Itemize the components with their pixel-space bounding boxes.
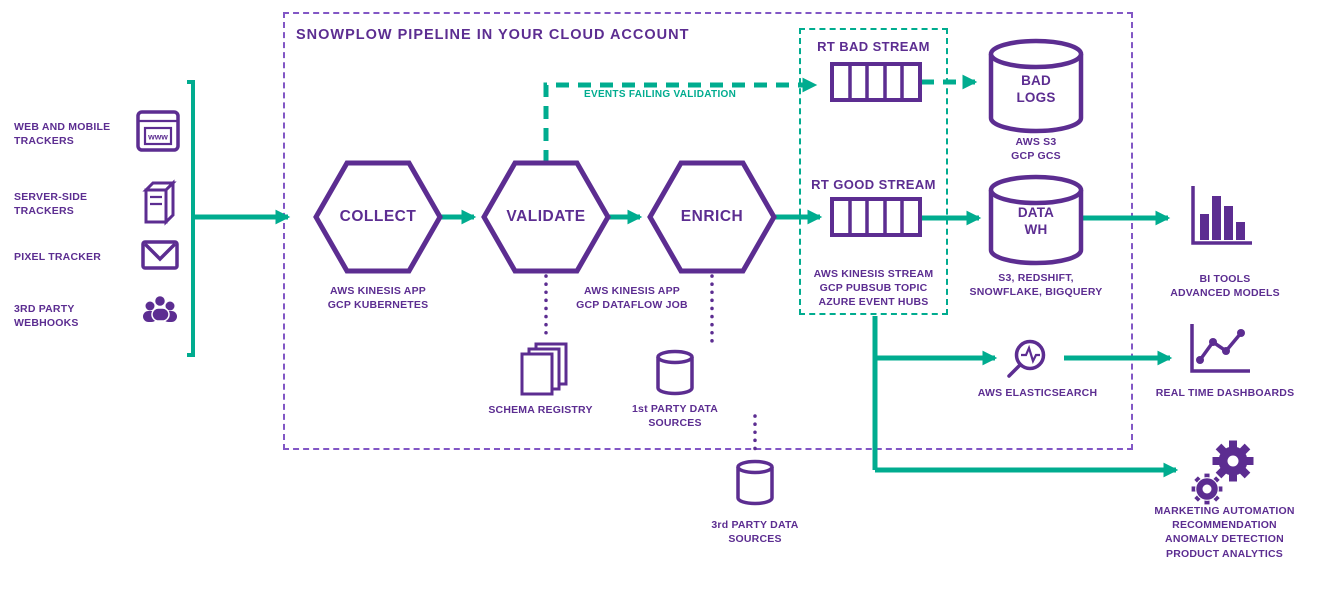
collect-label: COLLECT <box>339 208 417 225</box>
dashboards-label: REAL TIME DASHBOARDS <box>1155 387 1295 399</box>
www-label: www <box>147 132 168 142</box>
rt-good-stream-label: RT GOOD STREAM <box>811 177 936 192</box>
bi-tools-barchart-icon <box>1191 186 1252 245</box>
stream-boundary <box>799 28 948 315</box>
enrich-hexagon <box>647 160 777 274</box>
gears-icon <box>1190 440 1254 506</box>
server-side-tracker-icon <box>142 179 177 226</box>
good-stream-queue-icon <box>830 197 922 237</box>
bad-logs-cylinder-icon <box>988 38 1084 134</box>
source-label-pixel: PIXEL TRACKER <box>14 251 101 263</box>
rt-bad-stream-label: RT BAD STREAM <box>817 39 930 54</box>
collect-hexagon <box>313 160 443 274</box>
cloud-account-boundary <box>283 12 1133 450</box>
arrow-failed-events <box>543 77 818 163</box>
schema-registry-icon <box>520 342 568 396</box>
pixel-tracker-envelope-icon <box>141 240 179 270</box>
data-warehouse-cylinder-icon <box>988 174 1084 266</box>
failing-validation-label: EVENTS FAILING VALIDATION <box>584 89 737 100</box>
data-wh-tech-label: S3, REDSHIFT,SNOWFLAKE, BIGQUERY <box>969 272 1103 299</box>
validate-hexagon <box>481 160 611 274</box>
web-mobile-tracker-icon: www <box>136 110 180 152</box>
diagram-title: SNOWPLOW PIPELINE IN YOUR CLOUD ACCOUNT <box>296 27 690 43</box>
third-party-data-cylinder-icon <box>736 459 774 506</box>
enrich-label: ENRICH <box>680 208 744 225</box>
sources-bracket <box>187 80 195 357</box>
elasticsearch-label: AWS ELASTICSEARCH <box>977 387 1098 399</box>
webhooks-people-icon <box>143 294 177 322</box>
bad-stream-queue-icon <box>830 62 922 102</box>
dashboards-linechart-icon <box>1190 324 1250 373</box>
schema-registry-label: SCHEMA REGISTRY <box>488 404 593 416</box>
validate-label: VALIDATE <box>506 208 586 225</box>
elasticsearch-icon <box>1007 339 1046 378</box>
first-party-data-cylinder-icon <box>656 349 694 396</box>
